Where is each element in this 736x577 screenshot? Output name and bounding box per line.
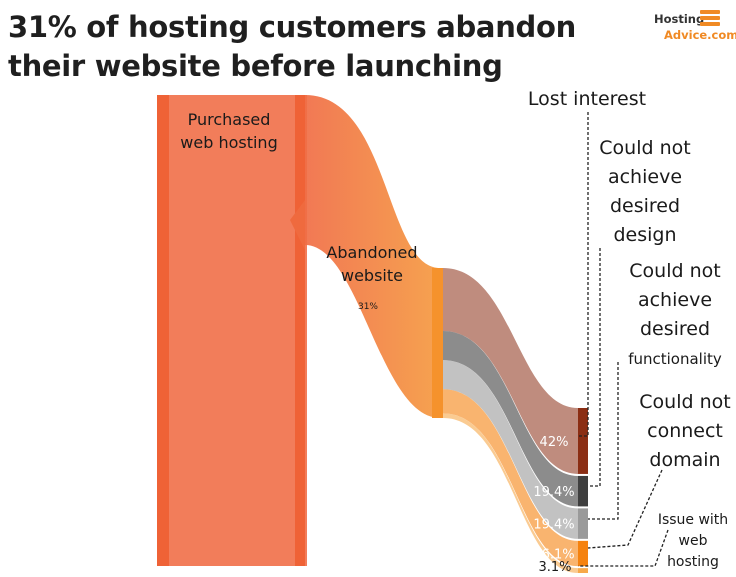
leader-line-could-not-achieve-desired-functionality <box>588 362 619 520</box>
flow-abandoned <box>305 95 440 418</box>
leader-line-could-not-connect-domain <box>587 469 663 549</box>
value-label-could-not-connect-domain: 16.1% <box>533 547 574 562</box>
node-abandoned <box>432 268 443 418</box>
node-purchased-left-edge <box>157 95 169 566</box>
node-label-abandoned-2: website <box>341 266 403 285</box>
value-label-lost-interest: 42% <box>540 435 569 450</box>
flow-notch <box>290 200 305 250</box>
reason-flows <box>443 268 578 573</box>
leader-line-lost-interest <box>578 112 589 437</box>
node-label-abandoned-1: Abandoned <box>326 243 417 262</box>
node-purchased-right-edge <box>295 95 305 566</box>
logo-line-2: Advice.com <box>664 28 736 42</box>
leader-lines <box>578 112 669 567</box>
value-label-issue-with-web-hosting: 3.1% <box>538 560 571 575</box>
reason-values: 42% 19.4% 19.4% 16.1%3.1% <box>533 435 574 575</box>
bar-issue-with-web-hosting <box>578 568 588 573</box>
flow-could-not-achieve-desired-design <box>443 331 578 507</box>
server-icon <box>700 10 720 28</box>
value-label-could-not-achieve-desired-design: 19.4% <box>533 485 574 500</box>
bar-could-not-connect-domain <box>578 540 588 567</box>
reason-bars <box>578 408 588 573</box>
node-label-purchased-1: Purchased <box>188 110 271 129</box>
page-title: 31% of hosting customers abandon their w… <box>8 10 576 83</box>
node-purchased <box>157 95 307 566</box>
bar-could-not-achieve-desired-design <box>578 475 588 507</box>
leader-line-issue-with-web-hosting <box>578 529 669 567</box>
node-value-abandoned: 31% <box>358 302 378 312</box>
reason-label-lost-interest: Lost interest <box>528 88 646 110</box>
node-label-purchased-2: web hosting <box>180 133 277 152</box>
flow-lost-interest <box>443 268 578 474</box>
hostingadvice-logo: Hosting Advice.com <box>652 10 736 44</box>
logo-line-1: Hosting <box>654 12 705 26</box>
flow-could-not-connect-domain <box>443 389 578 567</box>
flow-could-not-achieve-desired-functionality <box>443 360 578 539</box>
value-label-could-not-achieve-desired-functionality: 19.4% <box>533 518 574 533</box>
bar-lost-interest <box>578 408 588 474</box>
bar-could-not-achieve-desired-functionality <box>578 508 588 539</box>
leader-line-could-not-achieve-desired-design <box>588 248 601 487</box>
